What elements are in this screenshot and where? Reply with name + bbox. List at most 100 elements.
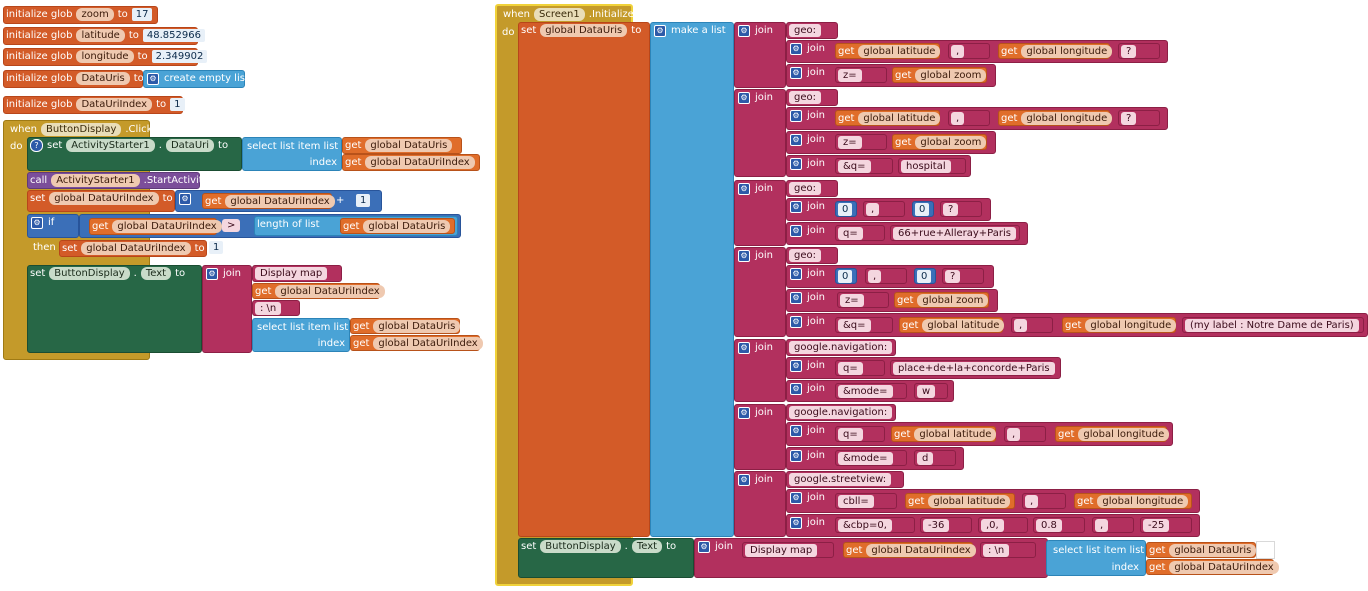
text-street-address[interactable]: 66+rue+Alleray+Paris bbox=[890, 225, 1020, 241]
text-display-map[interactable]: Display map bbox=[252, 265, 342, 282]
component-dropdown-activitystarter-call[interactable]: ActivityStarter1 bbox=[51, 174, 140, 187]
text-comma[interactable]: , bbox=[948, 110, 990, 126]
text-question[interactable]: ? bbox=[1118, 110, 1160, 126]
property-dropdown-text[interactable]: Text bbox=[140, 267, 172, 280]
text-q-eq[interactable]: q= bbox=[835, 360, 885, 376]
component-dropdown-buttondisplay-set[interactable]: ButtonDisplay bbox=[49, 267, 130, 280]
gear-icon[interactable]: ⚙ bbox=[790, 134, 802, 146]
property-dropdown-text-screen[interactable]: Text bbox=[631, 540, 663, 553]
component-dropdown-screen1[interactable]: Screen1 bbox=[534, 8, 585, 21]
gear-icon[interactable]: ⚙ bbox=[738, 407, 750, 419]
join-block[interactable]: ⚙join bbox=[734, 471, 786, 537]
text-question[interactable]: ? bbox=[940, 201, 982, 217]
text-cbp[interactable]: &cbp=0, bbox=[835, 517, 915, 533]
one-literal-reset[interactable]: 1 bbox=[209, 241, 224, 254]
text-question[interactable]: ? bbox=[942, 268, 984, 284]
gear-icon[interactable]: ⚙ bbox=[31, 217, 43, 229]
gear-icon[interactable]: ⚙ bbox=[790, 67, 802, 79]
var-name-datauriindex[interactable]: DataUriIndex bbox=[76, 98, 153, 111]
gear-icon[interactable]: ⚙ bbox=[790, 292, 802, 304]
create-empty-list-block[interactable]: ⚙create empty list bbox=[143, 70, 249, 88]
number-zero[interactable]: 0 bbox=[835, 268, 857, 284]
latitude-value[interactable]: 48.852966 bbox=[142, 29, 205, 42]
text-0-8[interactable]: 0.8 bbox=[1033, 517, 1085, 533]
text-comma[interactable]: , bbox=[1022, 493, 1066, 509]
zoom-value[interactable]: 17 bbox=[131, 8, 153, 21]
text-z[interactable]: z= bbox=[835, 134, 887, 150]
join-block[interactable]: ⚙join bbox=[734, 404, 786, 470]
join-block[interactable]: ⚙join bbox=[734, 89, 786, 177]
gear-icon[interactable]: ⚙ bbox=[654, 25, 666, 37]
text-comma[interactable]: , bbox=[865, 268, 907, 284]
join-block[interactable]: ⚙join bbox=[734, 339, 786, 402]
text-mode[interactable]: &mode= bbox=[835, 450, 907, 466]
text-display-map[interactable]: Display map bbox=[742, 542, 834, 558]
gear-icon[interactable]: ⚙ bbox=[698, 541, 710, 553]
var-name-latitude[interactable]: latitude bbox=[76, 29, 125, 42]
text-minus-36[interactable]: -36 bbox=[920, 517, 972, 533]
select-list-item-block[interactable]: select list item list index bbox=[1046, 540, 1146, 576]
join-block[interactable]: ⚙join bbox=[734, 180, 786, 246]
text-comma-zero-comma[interactable]: ,0, bbox=[978, 517, 1028, 533]
component-dropdown-buttondisplay-screen[interactable]: ButtonDisplay bbox=[540, 540, 621, 553]
gear-icon[interactable]: ⚙ bbox=[790, 316, 802, 328]
text-newline[interactable]: : \n bbox=[980, 542, 1036, 558]
gear-icon[interactable]: ⚙ bbox=[790, 425, 802, 437]
text-google-navigation[interactable]: google.navigation: bbox=[786, 339, 896, 356]
gear-icon[interactable]: ⚙ bbox=[206, 268, 218, 280]
text-z[interactable]: z= bbox=[835, 67, 887, 83]
property-dropdown-datauri[interactable]: DataUri bbox=[165, 139, 215, 152]
text-mode[interactable]: &mode= bbox=[835, 383, 907, 399]
gear-icon[interactable]: ⚙ bbox=[790, 110, 802, 122]
text-comma[interactable]: , bbox=[863, 201, 905, 217]
text-question[interactable]: ? bbox=[1118, 43, 1160, 59]
text-and-q[interactable]: &q= bbox=[835, 158, 893, 174]
gear-icon[interactable]: ⚙ bbox=[179, 193, 191, 205]
text-w[interactable]: w bbox=[914, 383, 948, 399]
gear-icon[interactable]: ⚙ bbox=[790, 225, 802, 237]
help-icon[interactable]: ? bbox=[30, 139, 43, 152]
one-literal[interactable]: 1 bbox=[356, 194, 371, 207]
join-block[interactable]: ⚙join bbox=[202, 265, 252, 353]
gear-icon[interactable]: ⚙ bbox=[738, 474, 750, 486]
select-list-item-block[interactable]: select list item list index bbox=[242, 137, 342, 171]
text-comma[interactable]: , bbox=[1004, 426, 1046, 442]
longitude-value[interactable]: 2.349902 bbox=[151, 50, 208, 63]
number-zero[interactable]: 0 bbox=[835, 201, 857, 217]
gear-icon[interactable]: ⚙ bbox=[790, 201, 802, 213]
text-geo[interactable]: geo: bbox=[786, 180, 838, 197]
gear-icon[interactable]: ⚙ bbox=[738, 183, 750, 195]
text-d[interactable]: d bbox=[914, 450, 956, 466]
var-name-datauris[interactable]: DataUris bbox=[76, 72, 130, 85]
text-q-eq[interactable]: q= bbox=[835, 426, 885, 442]
number-zero[interactable]: 0 bbox=[912, 201, 934, 217]
gear-icon[interactable]: ⚙ bbox=[790, 43, 802, 55]
